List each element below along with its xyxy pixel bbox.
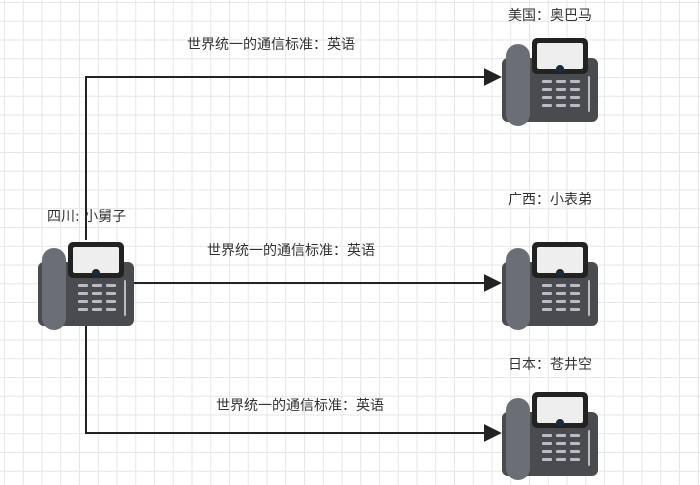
connector-japan [85, 322, 502, 442]
telephone-icon[interactable] [38, 242, 134, 330]
edge-label-usa: 世界统一的通信标准：英语 [187, 37, 355, 53]
telephone-icon[interactable] [502, 242, 598, 330]
target-label-guangxi: 广西：小表弟 [508, 192, 592, 208]
telephone-icon[interactable] [502, 392, 598, 480]
edge-label-japan: 世界统一的通信标准：英语 [216, 398, 384, 414]
source-label: 四川: 小舅子 [47, 209, 127, 225]
target-label-usa: 美国：奥巴马 [508, 8, 592, 24]
connector-usa [85, 68, 502, 240]
telephone-icon[interactable] [502, 38, 598, 126]
target-label-japan: 日本：苍井空 [508, 357, 592, 373]
edge-label-guangxi: 世界统一的通信标准：英语 [207, 243, 375, 259]
